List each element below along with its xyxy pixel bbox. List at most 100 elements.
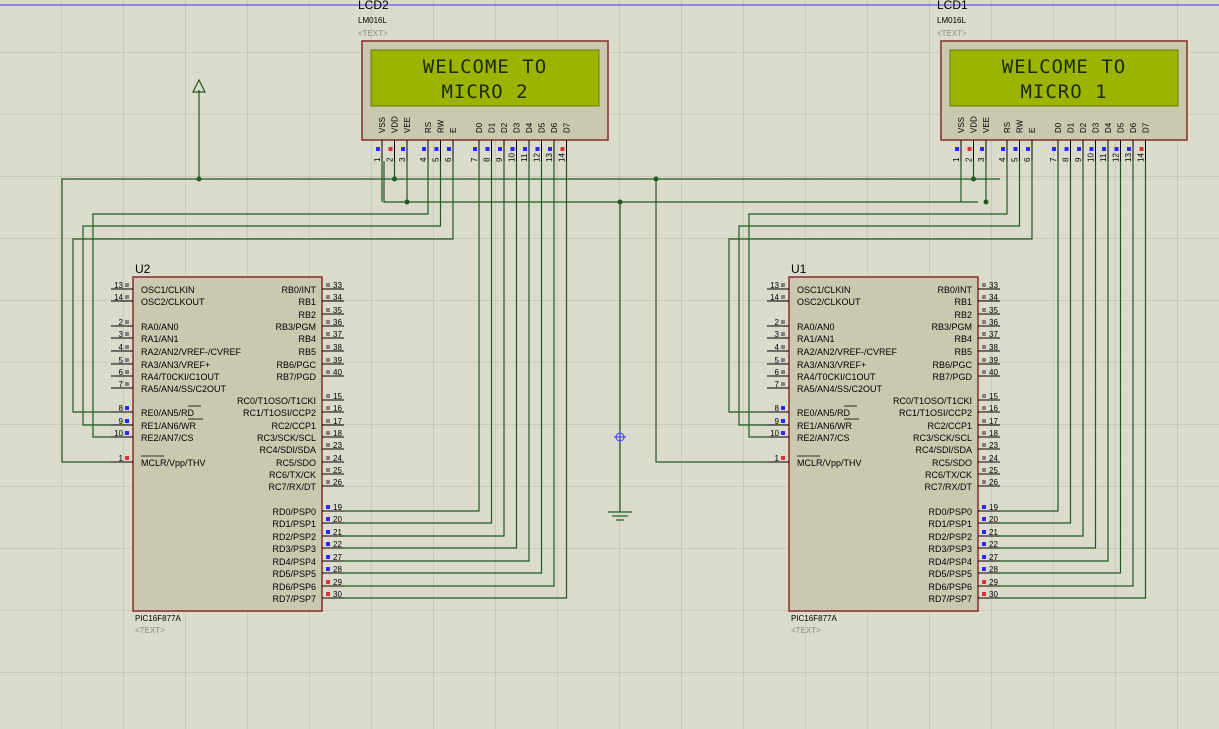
mcu-pin-marker[interactable] (781, 358, 785, 362)
lcd-pin-marker[interactable] (955, 147, 959, 151)
mcu-pin-marker[interactable] (982, 431, 986, 435)
mcu-pin-marker[interactable] (781, 320, 785, 324)
mcu-pin-marker[interactable] (781, 345, 785, 349)
lcd-pin-marker[interactable] (473, 147, 477, 151)
mcu-pin-marker[interactable] (982, 320, 986, 324)
mcu-pin-marker[interactable] (982, 480, 986, 484)
mcu-pin-marker[interactable] (982, 592, 986, 596)
mcu-pin-marker[interactable] (982, 468, 986, 472)
mcu-pin-marker[interactable] (326, 406, 330, 410)
mcu-pin-marker[interactable] (982, 530, 986, 534)
mcu-pin-marker[interactable] (781, 456, 785, 460)
lcd-pin-marker[interactable] (498, 147, 502, 151)
mcu-pin-marker[interactable] (125, 345, 129, 349)
lcd-pin-marker[interactable] (1127, 147, 1131, 151)
mcu-pin-marker[interactable] (982, 345, 986, 349)
mcu-pin-marker[interactable] (781, 283, 785, 287)
lcd-pin-marker[interactable] (1052, 147, 1056, 151)
mcu-pin-marker[interactable] (326, 555, 330, 559)
mcu-pin-marker[interactable] (781, 295, 785, 299)
mcu-pin-marker[interactable] (125, 295, 129, 299)
mcu-pin-marker[interactable] (982, 555, 986, 559)
mcu-pin-marker[interactable] (326, 283, 330, 287)
lcd-pin-marker[interactable] (1077, 147, 1081, 151)
mcu-pin-marker[interactable] (326, 443, 330, 447)
lcd-pin-marker[interactable] (510, 147, 515, 151)
mcu-pin-marker[interactable] (326, 358, 330, 362)
mcu-pin-marker[interactable] (125, 431, 129, 435)
lcd-pin-marker[interactable] (1102, 147, 1106, 151)
lcd-pin-marker[interactable] (434, 147, 439, 151)
mcu-pin-marker[interactable] (326, 580, 330, 584)
mcu-pin-marker[interactable] (982, 580, 986, 584)
mcu-pin-marker[interactable] (982, 443, 986, 447)
mcu-pin-marker[interactable] (781, 431, 785, 435)
mcu-pin-marker[interactable] (781, 370, 785, 374)
mcu-pin-marker[interactable] (982, 283, 986, 287)
mcu-pin-marker[interactable] (125, 358, 129, 362)
mcu-pin-marker[interactable] (326, 394, 330, 398)
mcu-pin-marker[interactable] (326, 370, 330, 374)
mcu-pin-marker[interactable] (326, 505, 330, 509)
mcu-pin-marker[interactable] (125, 332, 129, 336)
mcu-pin-marker[interactable] (326, 517, 330, 521)
lcd-pin-marker[interactable] (560, 147, 565, 151)
mcu-pin-marker[interactable] (982, 308, 986, 312)
mcu-pin-marker[interactable] (781, 332, 785, 336)
mcu-pin-marker[interactable] (326, 567, 330, 571)
mcu-pin-marker[interactable] (125, 370, 129, 374)
mcu-pin-marker[interactable] (982, 542, 986, 546)
mcu-pin-marker[interactable] (982, 567, 986, 571)
mcu-pin-marker[interactable] (982, 419, 986, 423)
lcd-pin-marker[interactable] (388, 147, 393, 151)
mcu-pin-marker[interactable] (326, 592, 330, 596)
mcu-pin-marker[interactable] (781, 382, 785, 386)
mcu-pin-marker[interactable] (982, 332, 986, 336)
mcu-pin-marker[interactable] (125, 283, 129, 287)
mcu-pin-marker[interactable] (982, 517, 986, 521)
lcd-pin-marker[interactable] (1026, 147, 1030, 151)
lcd-pin-marker[interactable] (535, 147, 540, 151)
lcd-pin-marker[interactable] (401, 147, 405, 151)
lcd-pin-marker[interactable] (1114, 147, 1119, 151)
mcu-pin-marker[interactable] (326, 542, 330, 546)
mcu-pin-marker[interactable] (781, 419, 785, 423)
lcd-pin-marker[interactable] (1089, 147, 1094, 151)
mcu-pin-marker[interactable] (982, 295, 986, 299)
lcd-pin-marker[interactable] (1001, 147, 1005, 151)
lcd-pin-marker[interactable] (1064, 147, 1069, 151)
mcu-pin-marker[interactable] (326, 308, 330, 312)
mcu-pin-marker[interactable] (326, 480, 330, 484)
mcu-pin-marker[interactable] (125, 320, 129, 324)
mcu-pin-marker[interactable] (326, 295, 330, 299)
mcu-pin-marker[interactable] (326, 468, 330, 472)
lcd-pin-marker[interactable] (447, 147, 451, 151)
mcu-pin-marker[interactable] (326, 431, 330, 435)
mcu-pin-marker[interactable] (125, 406, 129, 410)
mcu-pin-marker[interactable] (982, 358, 986, 362)
mcu-pin-marker[interactable] (326, 345, 330, 349)
mcu-pin-marker[interactable] (125, 456, 129, 460)
lcd-pin-marker[interactable] (980, 147, 984, 151)
lcd-pin-marker[interactable] (1139, 147, 1144, 151)
mcu-pin-marker[interactable] (982, 406, 986, 410)
mcu-pin-marker[interactable] (982, 456, 986, 460)
lcd-pin-marker[interactable] (967, 147, 972, 151)
mcu-pin-marker[interactable] (326, 320, 330, 324)
lcd-pin-marker[interactable] (548, 147, 552, 151)
lcd-pin-marker[interactable] (422, 147, 426, 151)
mcu-pin-marker[interactable] (125, 419, 129, 423)
mcu-pin-marker[interactable] (982, 394, 986, 398)
lcd-pin-marker[interactable] (485, 147, 490, 151)
mcu-pin-marker[interactable] (326, 332, 330, 336)
mcu-pin-marker[interactable] (326, 530, 330, 534)
lcd-pin-marker[interactable] (376, 147, 380, 151)
lcd-pin-marker[interactable] (1013, 147, 1018, 151)
mcu-pin-marker[interactable] (326, 456, 330, 460)
mcu-pin-marker[interactable] (125, 382, 129, 386)
mcu-pin-marker[interactable] (326, 419, 330, 423)
